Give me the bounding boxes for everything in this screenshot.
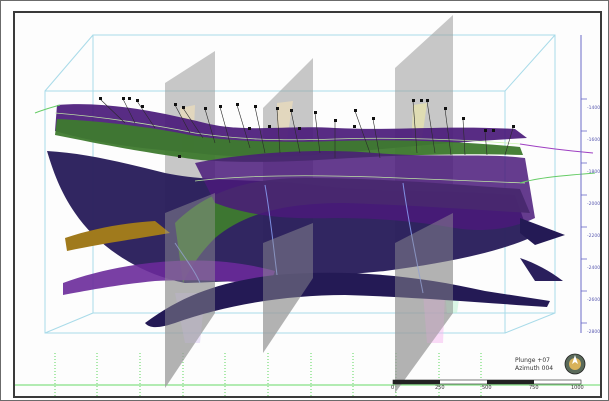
cross-section-planes-front (165, 193, 453, 393)
scale-label: 1000 (571, 385, 584, 391)
depth-axis-labels: -1400 -1600 -1800 -2000 -2200 -2400 -260… (587, 93, 601, 349)
horizon-surface-base (145, 272, 550, 328)
depth-label: -1600 (587, 138, 601, 143)
horizon-surface-navy-right (520, 258, 563, 281)
horizon-surface-purple-right (195, 151, 535, 230)
scale-bar (392, 379, 582, 385)
horizon-band-green-top (55, 119, 523, 162)
scene-canvas (15, 15, 600, 396)
3d-viewport[interactable]: -1400 -1600 -1800 -2000 -2200 -2400 -260… (13, 11, 602, 398)
surface-contour-lines (174, 182, 424, 294)
scale-label: 750 (529, 385, 539, 391)
scale-bar-labels: 0 250 500 750 1000 (391, 385, 587, 393)
depth-label: -2000 (587, 202, 601, 207)
depth-label: -2600 (587, 298, 601, 303)
horizon-surface-base-right (520, 218, 565, 245)
depth-label: -1400 (587, 106, 601, 111)
depth-axis (580, 35, 587, 333)
plunge-label: Plunge +07 (515, 357, 550, 364)
horizon-surface-purple-lower (63, 260, 275, 295)
well-traces-faint (175, 101, 460, 343)
depth-label: -2800 (587, 330, 601, 335)
scale-label: 0 (391, 385, 395, 391)
horizon-surface-orange (65, 221, 170, 251)
scale-label: 250 (435, 385, 445, 391)
scale-label: 500 (482, 385, 492, 391)
orientation-readout: Plunge +07 Azimuth 004 (515, 357, 553, 373)
well-marker-icon[interactable] (99, 97, 515, 158)
depth-label: -2400 (587, 266, 601, 271)
depth-label: -1800 (587, 170, 601, 175)
map-boundary-lines (34, 104, 596, 184)
depth-label: -2200 (587, 234, 601, 239)
azimuth-label: Azimuth 004 (515, 365, 554, 372)
surface-highlight-lines (54, 112, 526, 184)
compass-icon[interactable] (564, 353, 586, 375)
well-markers (99, 98, 514, 159)
